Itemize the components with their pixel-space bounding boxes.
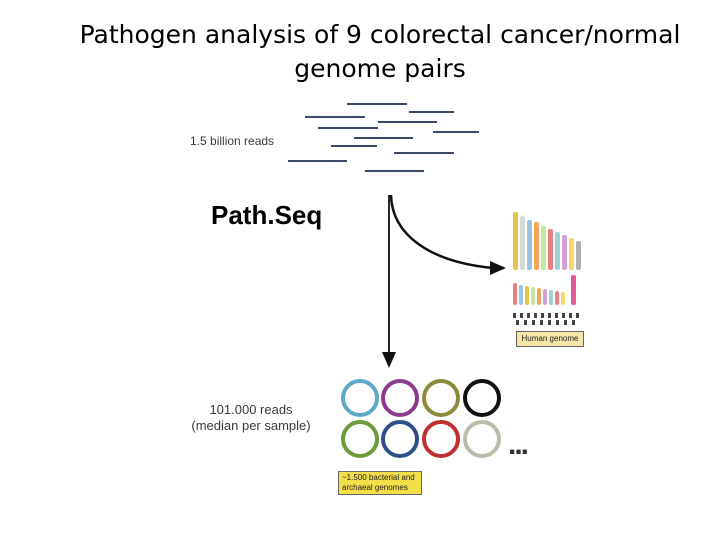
median-reads-label: 101.000 reads (median per sample) <box>186 402 316 434</box>
genome-circle <box>463 420 501 458</box>
sequencing-reads <box>288 103 479 172</box>
median-reads-line-2: (median per sample) <box>191 418 311 433</box>
genome-circle <box>463 379 501 417</box>
human-genome-label: Human genome <box>516 331 584 347</box>
bacterial-line-2: archaeal genomes <box>342 483 408 492</box>
median-reads-line-1: 101.000 reads <box>209 402 293 417</box>
bacterial-genomes-label: ~1.500 bacterial and archaeal genomes <box>338 471 422 495</box>
pathseq-label: Path.Seq <box>211 200 323 230</box>
genome-circle <box>422 420 460 458</box>
curved-arrow <box>389 194 506 275</box>
down-arrow <box>382 195 396 368</box>
human-karyotype-image <box>513 212 581 325</box>
title-line-2: genome pairs <box>294 54 466 83</box>
total-reads-label: 1.5 billion reads <box>190 134 275 148</box>
genome-circle <box>422 379 460 417</box>
more-genomes-ellipsis: ... <box>508 428 529 461</box>
title-line-1: Pathogen analysis of 9 colorectal cancer… <box>79 20 681 49</box>
human-genome-text: Human genome <box>521 334 579 343</box>
genome-circle <box>381 379 419 417</box>
slide-title: Pathogen analysis of 9 colorectal cancer… <box>40 18 720 86</box>
genome-circle <box>341 379 379 417</box>
bacterial-line-1: ~1.500 bacterial and <box>342 473 415 482</box>
genome-circle <box>381 420 419 458</box>
genome-circle <box>341 420 379 458</box>
genome-circles <box>341 379 501 458</box>
